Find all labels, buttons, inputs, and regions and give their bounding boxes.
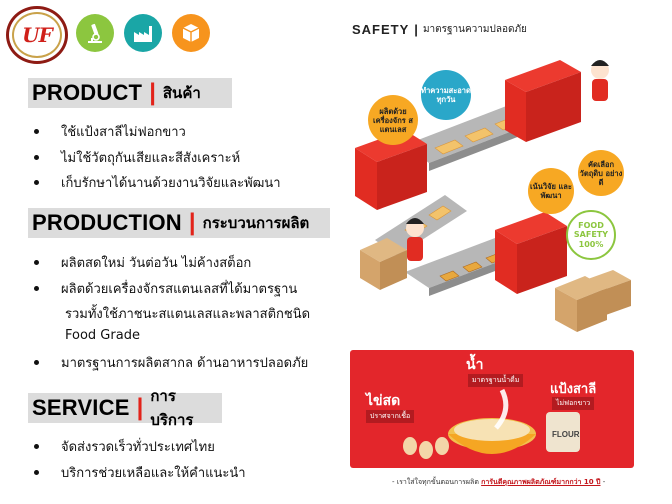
- production-bullet-continuation: รวมทั้งใช้ภาชนะสแตนเลสและพลาสติกชนิด: [65, 307, 311, 322]
- product-bullet: ใช้แป้งสาลีไม่ฟอกขาว: [34, 121, 186, 142]
- bubble-select-ingredients: คัดเลือก วัตถุดิบ อย่างดี: [578, 150, 624, 196]
- footnote: - เราใส่ใจทุกขั้นตอนการผลิต การันตีคุณภา…: [392, 478, 606, 486]
- safety-separator: |: [414, 22, 418, 37]
- product-heading: PRODUCT | สินค้า: [28, 78, 232, 108]
- machine-top: [505, 60, 581, 142]
- uf-logo: UF: [6, 6, 68, 64]
- production-bullet: ผลิตด้วยเครื่องจักรสแตนเลสที่ได้มาตรฐาน: [34, 278, 297, 299]
- safety-title-en: SAFETY: [352, 22, 410, 37]
- product-title-en: PRODUCT: [32, 80, 143, 105]
- product-separator: |: [149, 79, 156, 106]
- worker-figure: [591, 60, 609, 101]
- water-label: น้ำ: [466, 357, 484, 373]
- production-bullet-continuation: Food Grade: [65, 328, 140, 343]
- production-title-en: PRODUCTION: [32, 210, 182, 235]
- product-bullet: ไม่ใช้วัตถุกันเสียและสีสังเคราะห์: [34, 147, 240, 168]
- box-icon: [172, 14, 210, 52]
- service-heading: SERVICE | การบริการ: [28, 387, 222, 429]
- production-separator: |: [188, 209, 196, 236]
- safety-title: SAFETY | มาตรฐานความปลอดภัย: [352, 22, 527, 37]
- egg-sublabel: ปราศจากเชื้อ: [366, 410, 415, 423]
- product-title-th: สินค้า: [162, 84, 201, 102]
- egg-label: ไข่สด: [366, 393, 401, 409]
- production-bullet: ผลิตสดใหม่ วันต่อวัน ไม่ค้างสต็อก: [34, 252, 251, 273]
- service-bullet: บริการช่วยเหลือและให้คำแนะนำ: [34, 462, 246, 483]
- factory-icon: [124, 14, 162, 52]
- flour-bag-text: FLOUR: [552, 430, 580, 439]
- bubble-research: เน้นวิจัย และพัฒนา: [528, 168, 574, 214]
- service-separator: |: [136, 394, 144, 421]
- bubble-stainless-machine: ผลิตด้วย เครื่องจักร สแตนเลส: [368, 95, 418, 145]
- production-bullet: มาตรฐานการผลิตสากล ด้านอาหารปลอดภัย: [34, 352, 308, 373]
- microscope-icon: [76, 14, 114, 52]
- production-line-illustration: [355, 60, 631, 332]
- flour-bag: [546, 412, 580, 452]
- water-sublabel: มาตรฐานน้ำดื่ม: [468, 374, 524, 387]
- flour-sublabel: ไม่ฟอกขาว: [552, 397, 595, 410]
- flour-label: แป้งสาลี: [550, 382, 597, 397]
- worker-figure: [406, 218, 424, 261]
- production-title-th: กระบวนการผลิต: [202, 214, 310, 232]
- safety-subtitle: มาตรฐานความปลอดภัย: [422, 24, 527, 35]
- cardboard-boxes: [360, 238, 631, 332]
- service-bullet: จัดส่งรวดเร็วทั่วประเทศไทย: [34, 436, 215, 457]
- ingredients-illustration: [403, 388, 580, 459]
- service-title-th: การบริการ: [150, 387, 194, 429]
- footnote-emphasis: การันตีคุณภาพผลิตภัณฑ์มากกว่า 10 ปี: [481, 478, 601, 486]
- production-heading: PRODUCTION | กระบวนการผลิต: [28, 208, 330, 238]
- machine-bottom: [495, 212, 567, 294]
- bubble-clean-daily: ทำความสะอาด ทุกวัน: [421, 70, 471, 120]
- ingredients-banner: น้ำ มาตรฐานน้ำดื่ม ไข่สด ปราศจากเชื้อ แป…: [350, 350, 634, 468]
- service-title-en: SERVICE: [32, 395, 130, 420]
- uf-logo-text: UF: [22, 23, 53, 47]
- conveyor-belt: [405, 238, 519, 288]
- product-bullet: เก็บรักษาได้นานด้วยงานวิจัยและพัฒนา: [34, 172, 281, 193]
